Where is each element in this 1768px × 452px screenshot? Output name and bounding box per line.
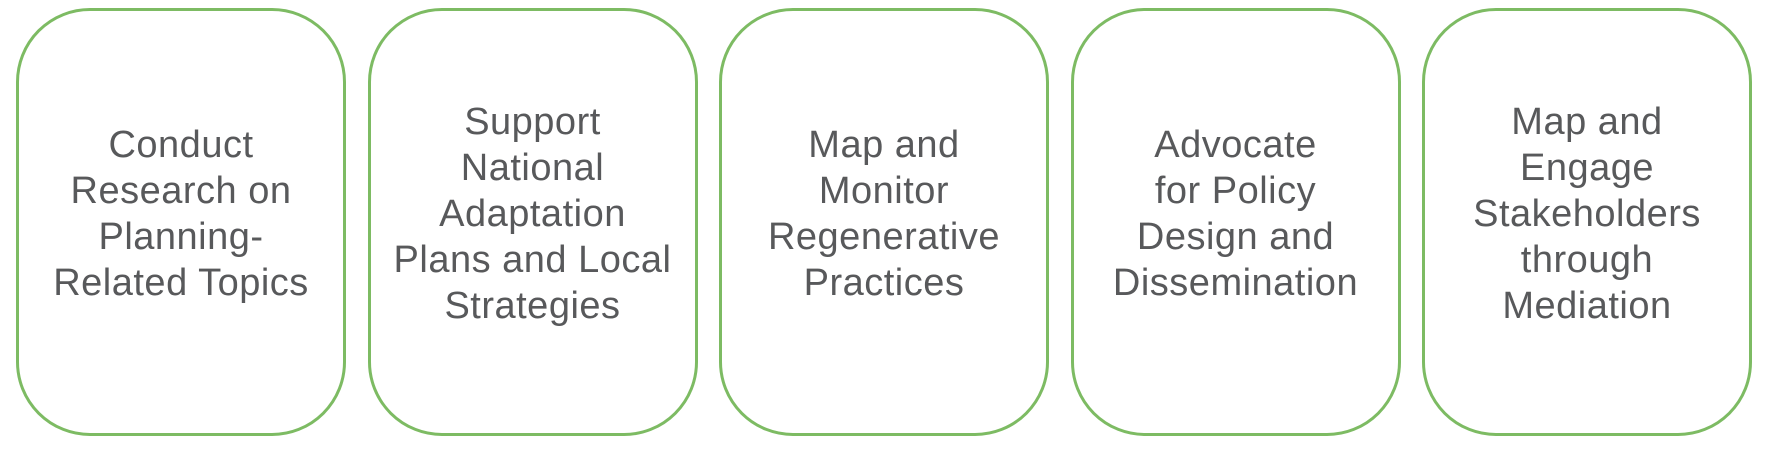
card-research: Conduct Research on Planning- Related To… xyxy=(16,8,346,436)
card-regenerative-label: Map and Monitor Regenerative Practices xyxy=(767,124,1001,304)
card-stakeholders: Map and Engage Stakeholders through Medi… xyxy=(1422,8,1752,436)
card-adaptation-label: Support National Adaptation Plans and Lo… xyxy=(393,101,672,327)
card-policy-label: Advocate for Policy Design and Dissemina… xyxy=(1112,124,1359,304)
card-regenerative: Map and Monitor Regenerative Practices xyxy=(719,8,1049,436)
card-policy: Advocate for Policy Design and Dissemina… xyxy=(1070,8,1401,436)
card-research-label: Conduct Research on Planning- Related To… xyxy=(53,124,309,304)
card-adaptation: Support National Adaptation Plans and Lo… xyxy=(367,8,698,436)
cards-row: Conduct Research on Planning- Related To… xyxy=(16,8,1752,436)
card-stakeholders-label: Map and Engage Stakeholders through Medi… xyxy=(1473,101,1701,327)
